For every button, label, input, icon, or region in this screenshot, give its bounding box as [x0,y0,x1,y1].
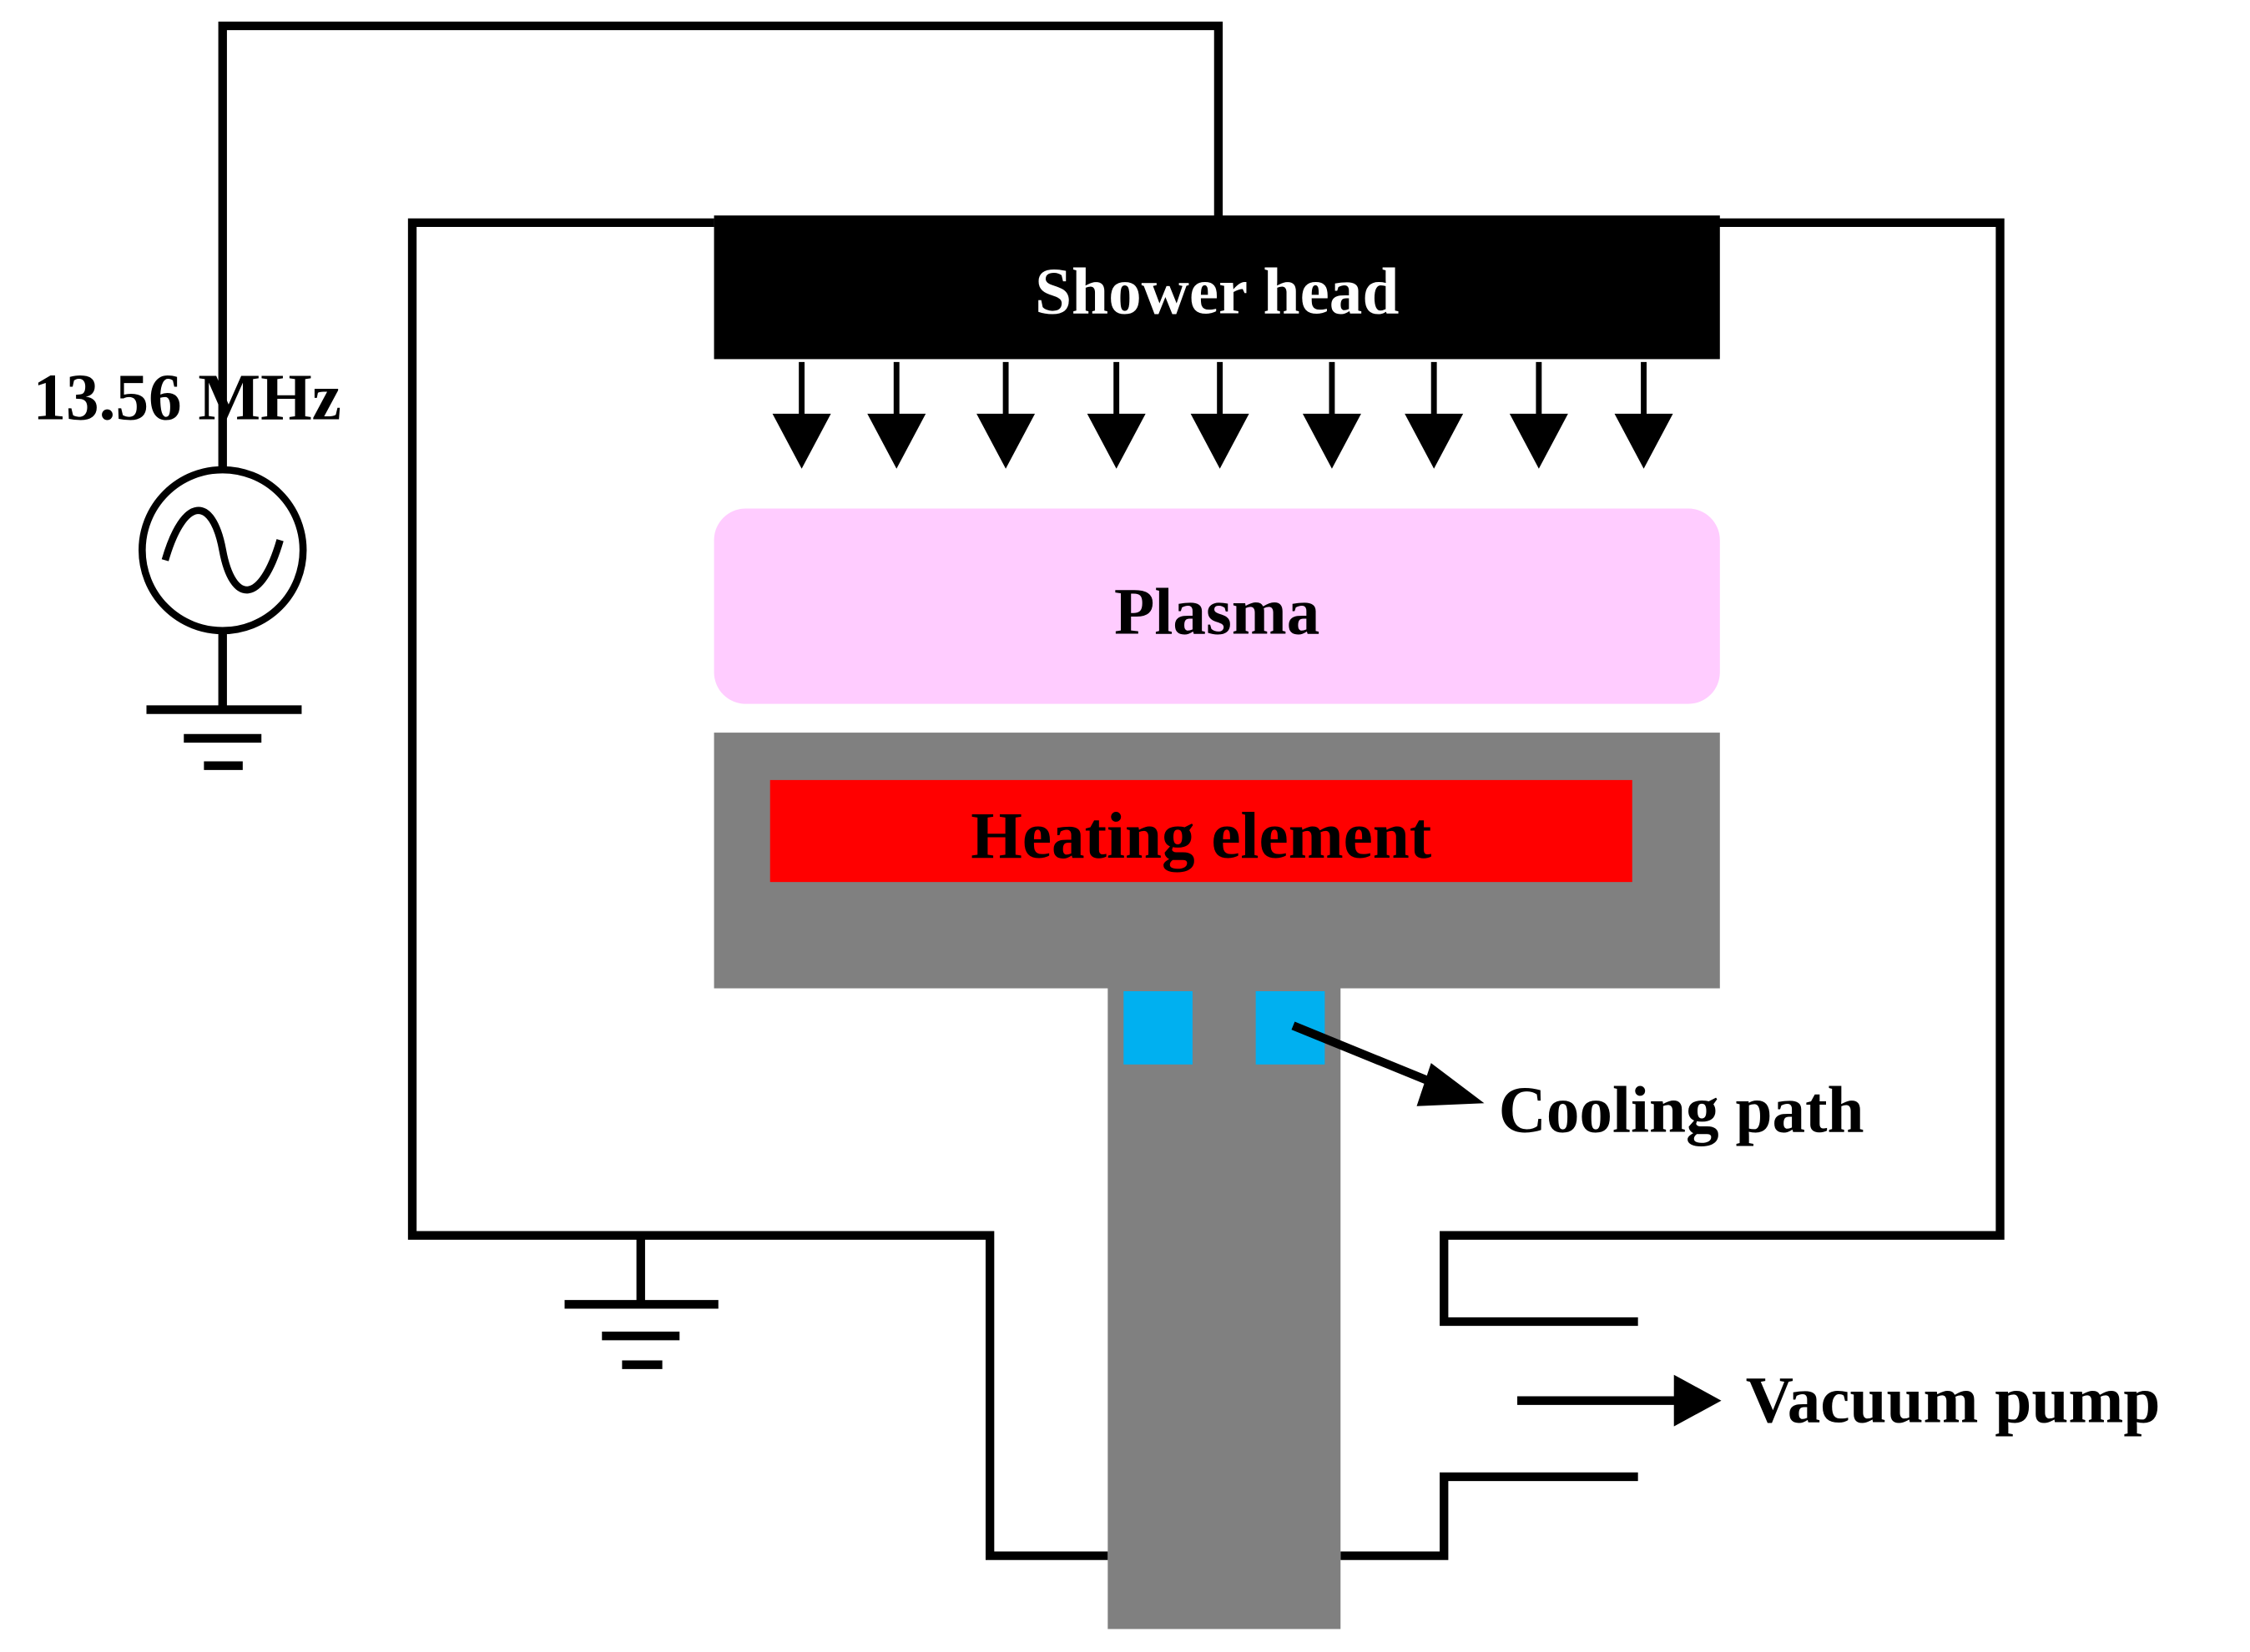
chamber-wall-right [1440,218,2005,1327]
gas-arrow [1405,361,1464,469]
gas-arrow [976,361,1036,469]
gas-arrow [1190,361,1249,469]
rf-frequency-label: 13.56 MHz [33,361,341,435]
gas-arrow [1509,361,1568,469]
heating-element [769,779,1632,883]
shower-head [714,215,1720,360]
ground-icon [146,630,302,770]
vacuum-pump-arrowhead [1673,1374,1722,1427]
heater-stem [1107,985,1341,1629]
plasma-label: Plasma [1114,575,1319,648]
gas-arrow [1302,361,1361,469]
gas-arrow [1087,361,1146,469]
shower-head-label: Shower head [1035,254,1399,328]
chamber-wall-bottom-right [1340,1472,1638,1560]
cooling-channel-left [1123,991,1193,1065]
ac-source-icon [139,466,307,635]
gas-flow-arrows [772,361,1673,469]
ground-icon [564,1235,719,1369]
cooling-channel-right [1255,991,1325,1065]
plasma-region [714,508,1720,704]
cooling-path-arrowhead [1416,1063,1485,1106]
gas-arrow [867,361,926,469]
rf-feed-wire [218,21,1223,467]
chamber-wall [407,218,1108,1560]
cooling-path-arrow [1291,1021,1443,1090]
gas-arrow [772,361,831,469]
gas-arrow [1614,361,1673,469]
vacuum-pump-label: Vacuum pump [1746,1364,2161,1438]
cooling-path-label: Cooling path [1499,1074,1864,1147]
heating-element-label: Heating element [971,799,1432,873]
